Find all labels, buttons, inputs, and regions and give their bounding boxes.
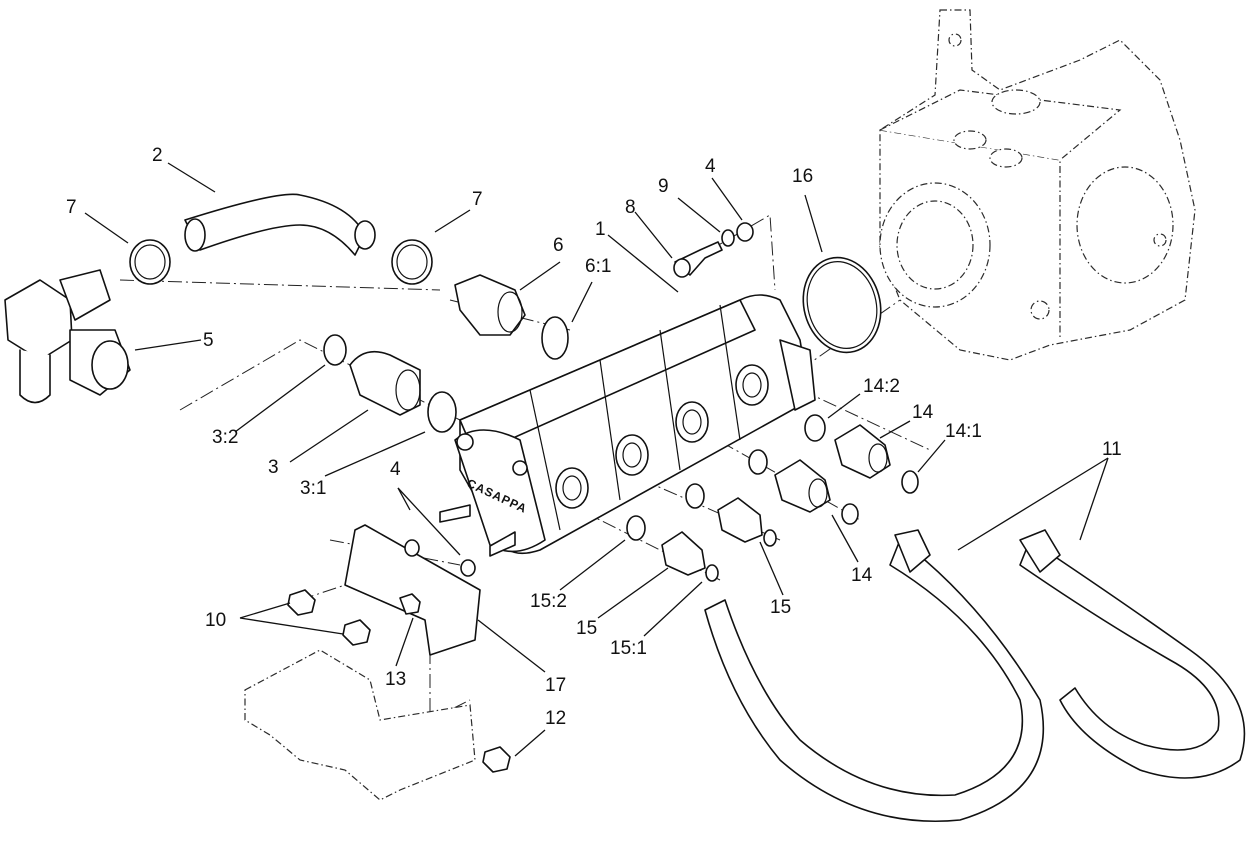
bolt-13 xyxy=(399,593,421,615)
callout-11: 11 xyxy=(1102,439,1122,460)
lock-washer-9 xyxy=(721,229,735,247)
callout-13: 13 xyxy=(385,669,406,690)
callout-4-top: 4 xyxy=(705,156,716,177)
suction-hose-2 xyxy=(184,193,366,256)
fitting-15-lower xyxy=(661,531,706,576)
leader-lines xyxy=(84,162,1109,757)
callout-6: 6 xyxy=(553,235,564,256)
nut-10a xyxy=(287,589,316,616)
hose-clamp-7b xyxy=(391,239,433,285)
o-ring-14-1 xyxy=(901,470,919,494)
callout-14-upper: 14 xyxy=(912,402,934,423)
washer-4-top xyxy=(736,222,754,242)
o-ring-15-2 xyxy=(626,515,646,541)
o-ring-16 xyxy=(802,256,882,354)
hydraulic-hose-11b xyxy=(1019,539,1246,779)
o-ring-6-1 xyxy=(541,316,569,360)
o-ring-3-1 xyxy=(427,391,457,433)
o-ring-15-1 xyxy=(705,564,719,582)
callout-15-2: 15:2 xyxy=(530,591,567,612)
callout-8: 8 xyxy=(625,197,636,218)
fitting-14-upper xyxy=(834,424,891,479)
callout-16: 16 xyxy=(792,166,813,187)
callout-4-bracket: 4 xyxy=(390,459,401,480)
hose-clamp-7a xyxy=(129,239,171,285)
fitting-6 xyxy=(454,274,526,336)
callout-3-1: 3:1 xyxy=(300,478,326,499)
callout-10: 10 xyxy=(205,610,226,631)
fitting-15-upper xyxy=(717,497,763,543)
callout-14-1: 14:1 xyxy=(945,421,982,442)
callout-14-2: 14:2 xyxy=(863,376,900,397)
callout-5: 5 xyxy=(203,330,214,351)
callout-17: 17 xyxy=(545,675,566,696)
callout-2: 2 xyxy=(152,145,163,166)
nut-12 xyxy=(482,746,511,773)
nut-10b xyxy=(342,619,371,646)
callout-14-lower: 14 xyxy=(851,565,873,586)
o-ring-3-2 xyxy=(323,334,347,366)
o-ring-14-2 xyxy=(804,414,826,442)
gear-pump-1: CASAPPA xyxy=(439,294,816,557)
callout-3-2: 3:2 xyxy=(212,427,238,448)
callout-3: 3 xyxy=(268,457,279,478)
fitting-14-lower xyxy=(774,459,831,513)
hydrostatic-pump-ghost xyxy=(879,9,1196,361)
callout-7-right: 7 xyxy=(472,189,483,210)
callout-labels: 1 2 3 3:1 3:2 4 4 5 6 6:1 7 7 8 9 10 11 … xyxy=(66,145,1122,729)
callout-7-left: 7 xyxy=(66,197,77,218)
callout-6-1: 6:1 xyxy=(585,256,611,277)
callout-12: 12 xyxy=(545,708,566,729)
callout-15-left: 15 xyxy=(576,618,597,639)
frame-mount-ghost xyxy=(244,649,476,801)
elbow-fitting-5 xyxy=(4,269,131,404)
fitting-3 xyxy=(349,350,421,416)
callout-15-right: 15 xyxy=(770,597,791,618)
callout-15-1: 15:1 xyxy=(610,638,647,659)
callout-9: 9 xyxy=(658,176,669,197)
callout-1: 1 xyxy=(595,219,606,240)
hydraulic-hose-11a xyxy=(704,539,1045,823)
